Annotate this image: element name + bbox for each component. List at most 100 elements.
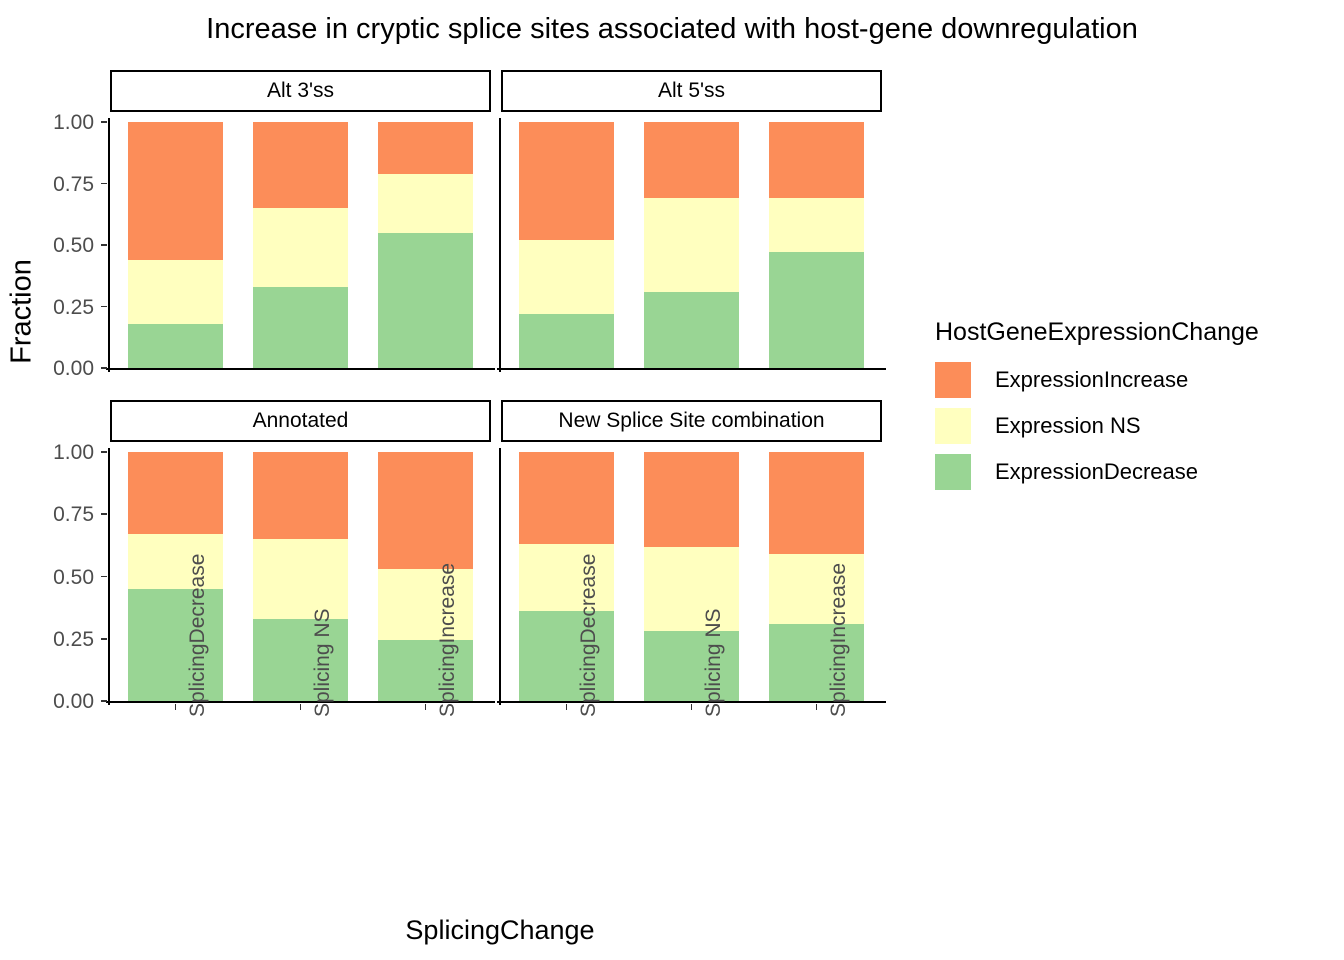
y-tick-label: 0.25 <box>53 627 94 651</box>
x-tick-label: Splicing NS <box>310 608 334 717</box>
stacked-bar[interactable] <box>769 122 864 368</box>
panel-left-axis-line <box>498 448 501 705</box>
x-tick-label: SplicingDecrease <box>576 553 600 717</box>
y-tick-label: 0.50 <box>53 234 94 257</box>
y-tick-label: 0.75 <box>53 503 94 527</box>
x-tick-label: Splicing NS <box>701 608 725 717</box>
bar-segment[interactable] <box>128 588 223 701</box>
bar-segment[interactable] <box>128 452 223 535</box>
stacked-bar[interactable] <box>378 452 473 701</box>
legend-item[interactable]: ExpressionIncrease <box>935 357 1335 403</box>
stacked-bar[interactable] <box>644 452 739 701</box>
stacked-bar[interactable] <box>519 452 614 701</box>
bar-segment[interactable] <box>253 122 348 209</box>
panel-left-axis-line <box>107 448 110 705</box>
x-tick-mark <box>174 704 177 710</box>
y-tick-mark <box>101 700 107 702</box>
bar-segment[interactable] <box>378 122 473 174</box>
y-tick-label: 0.00 <box>53 357 94 380</box>
bar-segment[interactable] <box>769 252 864 368</box>
y-tick-label: 0.75 <box>53 172 94 196</box>
bar-segment[interactable] <box>253 618 348 701</box>
bar-segment[interactable] <box>769 554 864 624</box>
x-tick-mark <box>815 704 818 710</box>
stacked-bar[interactable] <box>644 122 739 368</box>
legend-color-swatch <box>935 408 971 444</box>
facet-strip-label: Alt 5'ss <box>501 70 882 112</box>
bar-segment[interactable] <box>128 259 223 324</box>
bar-segment[interactable] <box>253 208 348 287</box>
bar-segment[interactable] <box>128 534 223 589</box>
facet-panel <box>110 122 491 368</box>
bar-segment[interactable] <box>644 546 739 632</box>
stacked-bar[interactable] <box>769 452 864 701</box>
bar-segment[interactable] <box>128 323 223 368</box>
x-tick-mark <box>565 704 568 710</box>
bar-segment[interactable] <box>253 539 348 619</box>
y-tick-mark <box>101 121 107 123</box>
panel-bottom-axis-line <box>497 368 886 371</box>
facet-panel <box>501 452 882 701</box>
bar-segment[interactable] <box>519 122 614 241</box>
x-tick-mark <box>690 704 693 710</box>
x-tick-mark <box>299 704 302 710</box>
y-tick-label: 0.00 <box>53 690 94 713</box>
facet-panel <box>110 452 491 701</box>
bar-segment[interactable] <box>519 544 614 612</box>
bar-segment[interactable] <box>378 452 473 570</box>
stacked-bar[interactable] <box>128 452 223 701</box>
legend-title: HostGeneExpressionChange <box>935 318 1259 346</box>
bar-segment[interactable] <box>378 569 473 640</box>
facet-strip-label: New Splice Site combination <box>501 400 882 442</box>
legend-item[interactable]: ExpressionDecrease <box>935 449 1335 495</box>
stacked-bar[interactable] <box>519 122 614 368</box>
legend-color-swatch <box>935 454 971 490</box>
bar-segment[interactable] <box>644 198 739 292</box>
stacked-bar[interactable] <box>378 122 473 368</box>
stacked-bar[interactable] <box>128 122 223 368</box>
legend: HostGeneExpressionChange ExpressionIncre… <box>935 318 1335 495</box>
facet-strip-label: Alt 3'ss <box>110 70 491 112</box>
bar-segment[interactable] <box>644 291 739 368</box>
y-tick-mark <box>101 637 107 640</box>
bar-segment[interactable] <box>644 122 739 199</box>
facet-panel <box>501 122 882 368</box>
y-tick-label: 1.00 <box>53 441 94 464</box>
bar-segment[interactable] <box>378 640 473 701</box>
y-tick-mark <box>101 182 107 185</box>
bar-segment[interactable] <box>519 240 614 314</box>
legend-item[interactable]: Expression NS <box>935 403 1335 449</box>
stacked-bar[interactable] <box>253 122 348 368</box>
bar-segment[interactable] <box>644 631 739 701</box>
y-tick-label: 0.50 <box>53 565 94 589</box>
bar-segment[interactable] <box>519 313 614 368</box>
y-tick-label: 0.25 <box>53 295 94 319</box>
bar-segment[interactable] <box>378 173 473 233</box>
panel-bottom-axis-line <box>106 701 495 704</box>
stacked-bar[interactable] <box>253 452 348 701</box>
bar-segment[interactable] <box>128 122 223 260</box>
bar-segment[interactable] <box>769 122 864 199</box>
facet-strip-label: Annotated <box>110 400 491 442</box>
bar-segment[interactable] <box>769 623 864 701</box>
bar-segment[interactable] <box>519 452 614 545</box>
legend-item-label: ExpressionDecrease <box>995 459 1198 484</box>
legend-color-swatch <box>935 362 971 398</box>
bar-segment[interactable] <box>253 452 348 540</box>
bar-segment[interactable] <box>378 232 473 368</box>
panel-bottom-axis-line <box>106 368 495 371</box>
bar-segment[interactable] <box>253 286 348 368</box>
y-tick-mark <box>101 244 107 246</box>
x-tick-mark <box>424 704 427 710</box>
bar-segment[interactable] <box>769 452 864 555</box>
bar-segment[interactable] <box>644 452 739 547</box>
chart-title: Increase in cryptic splice sites associa… <box>206 13 1138 45</box>
bar-segment[interactable] <box>519 611 614 701</box>
y-tick-mark <box>101 575 107 578</box>
bar-segment[interactable] <box>769 198 864 253</box>
facet-label-text: Alt 5'ss <box>657 79 726 102</box>
x-axis-title: SplicingChange <box>405 915 595 945</box>
x-tick-label: SplicingDecrease <box>185 553 209 717</box>
